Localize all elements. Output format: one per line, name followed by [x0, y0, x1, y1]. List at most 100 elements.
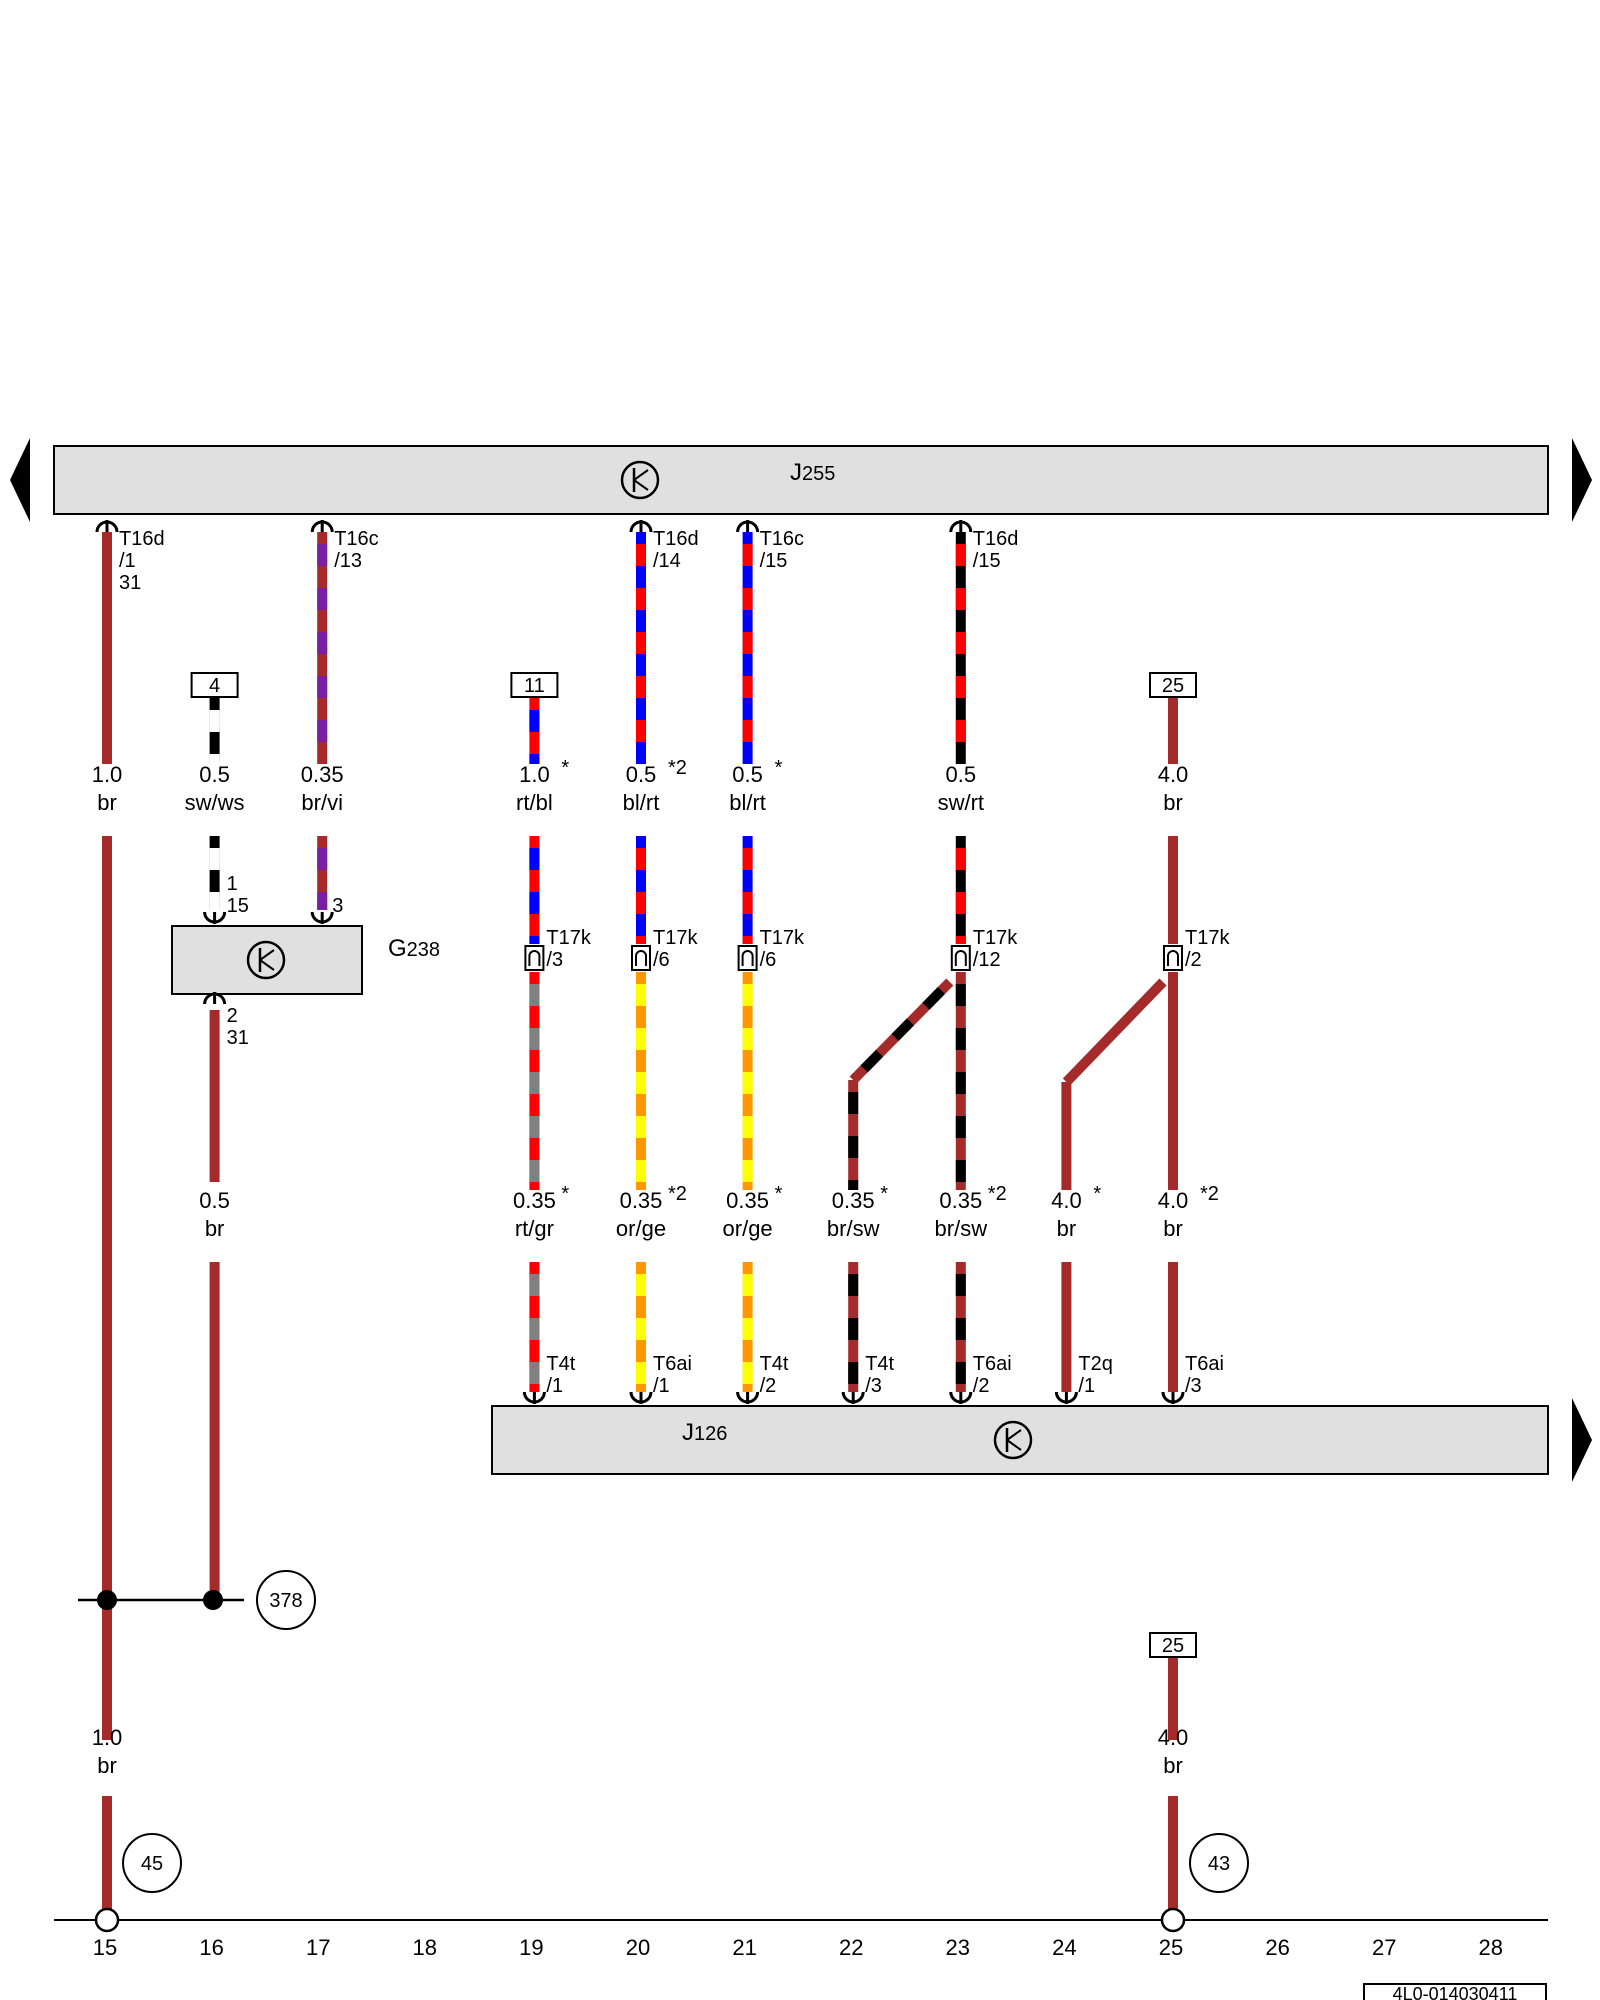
wire-stripe — [860, 1049, 884, 1073]
splice-connector-icon — [1163, 945, 1183, 971]
page-next-arrow[interactable] — [1572, 438, 1592, 522]
wire-color-label: br — [1163, 1216, 1183, 1241]
wire-size-label: 0.35 — [301, 762, 344, 787]
splice-pin — [741, 950, 754, 966]
connector-label: 31 — [119, 572, 141, 594]
ref-box[interactable] — [510, 672, 559, 698]
column-number: 28 — [1479, 1935, 1503, 1960]
connector-label: /13 — [334, 550, 362, 572]
wire-note-marker: * — [561, 757, 569, 779]
connector-label: 3 — [332, 895, 343, 917]
wire-size-label: 0.35 — [726, 1188, 769, 1213]
wire-note-marker: * — [775, 757, 783, 779]
splice-connector-icon — [950, 945, 971, 971]
connector-label: /1 — [546, 1375, 563, 1397]
svg-text:4L0-014030411: 4L0-014030411 — [1393, 1984, 1518, 2000]
connector-label: T6ai — [973, 1353, 1012, 1375]
ref-box[interactable] — [1149, 1632, 1197, 1658]
wire-size-label: 4.0 — [1158, 762, 1189, 787]
column-number: 22 — [839, 1935, 863, 1960]
wire-size-label: 0.35 — [832, 1188, 875, 1213]
wire-color-label: br — [97, 1753, 117, 1778]
connector-label: T2q — [1078, 1353, 1112, 1375]
column-number: 23 — [946, 1935, 970, 1960]
wire-24-branch — [1062, 978, 1167, 1086]
wire-color-label: br/vi — [301, 790, 343, 815]
connector-label: T17k — [760, 927, 805, 949]
connector-label: 15 — [227, 895, 249, 917]
wire-color-label: or/ge — [616, 1216, 666, 1241]
column-number: 16 — [199, 1935, 223, 1960]
transistor-icon — [620, 460, 660, 500]
wire-color-label: bl/rt — [729, 790, 766, 815]
connector-label: /6 — [653, 949, 670, 971]
ground-bus — [54, 1907, 1548, 1933]
connector-label: /3 — [546, 949, 563, 971]
svg-text:J255: J255 — [790, 459, 835, 486]
ground-point-25 — [1160, 1907, 1186, 1933]
svg-text:43: 43 — [1208, 1853, 1230, 1875]
wire-color-label: br — [1163, 1753, 1183, 1778]
connector-label: /6 — [760, 949, 777, 971]
control-unit-j255: J255 — [53, 445, 1549, 515]
ref-circle-45[interactable]: 45 — [122, 1833, 182, 1893]
connector-label: /2 — [1185, 949, 1202, 971]
transistor-icon — [246, 940, 286, 980]
column-number: 27 — [1372, 1935, 1396, 1960]
splice-connector-icon — [737, 945, 758, 971]
wire-color-label: br — [1163, 790, 1183, 815]
page-next-arrow-lower[interactable] — [1572, 1398, 1592, 1482]
connector-label: /1 — [653, 1375, 670, 1397]
connector-label: /3 — [1185, 1375, 1202, 1397]
wire-size-label: 0.35 — [939, 1188, 982, 1213]
connector-label: 1 — [227, 873, 238, 895]
splice-pin — [635, 950, 647, 966]
wire-stripe — [922, 987, 945, 1010]
ref-box-label: 4 — [209, 675, 220, 697]
control-unit-j126: J126 — [491, 1405, 1549, 1475]
connector-label: /12 — [973, 949, 1001, 971]
connector-label: /15 — [973, 550, 1001, 572]
splice-connector-icon — [524, 945, 545, 971]
document-id: 4L0-014030411 — [1363, 1983, 1547, 2000]
ref-box[interactable] — [190, 672, 239, 698]
svg-text:G238: G238 — [388, 935, 440, 962]
wire-size-label: 0.35 — [620, 1188, 663, 1213]
connector-label: T6ai — [1185, 1353, 1224, 1375]
connector-label: /1 — [1078, 1375, 1095, 1397]
connector-label: T6ai — [653, 1353, 692, 1375]
wire-color-label: rt/gr — [515, 1216, 554, 1241]
transistor-icon — [993, 1420, 1033, 1460]
ref-box[interactable] — [1149, 672, 1197, 698]
wire-size-label: 0.5 — [946, 762, 977, 787]
wire-size-label: 4.0 — [1158, 1188, 1189, 1213]
wire-color-label: sw/ws — [185, 790, 245, 815]
page-prev-arrow[interactable] — [10, 438, 30, 522]
ref-circle-43[interactable]: 43 — [1189, 1833, 1249, 1893]
ref-circle-378[interactable]: 378 — [256, 1570, 316, 1630]
wire-note-marker: * — [1093, 1183, 1101, 1205]
wire-color-label: sw/rt — [938, 790, 984, 815]
column-number: 19 — [519, 1935, 543, 1960]
connector-label: /2 — [760, 1375, 777, 1397]
ground-point-15 — [94, 1907, 120, 1933]
sensor-g238: G238 — [171, 925, 440, 995]
splice-pin — [1167, 950, 1179, 966]
wire-note-marker: *2 — [988, 1183, 1007, 1205]
g238-label: G — [388, 935, 407, 962]
wire-color-label: rt/bl — [516, 790, 553, 815]
connector-label: T16d — [653, 528, 699, 550]
connector-label: T4t — [865, 1353, 894, 1375]
wire-size-label: 0.5 — [626, 762, 657, 787]
column-number: 17 — [306, 1935, 330, 1960]
wire-size-label: 4.0 — [1051, 1188, 1082, 1213]
wire-size-label: 1.0 — [92, 1725, 123, 1750]
ref-box-label: 25 — [1162, 675, 1184, 697]
j255-sub: 255 — [802, 463, 835, 485]
svg-text:378: 378 — [269, 1590, 302, 1612]
column-number: 24 — [1052, 1935, 1076, 1960]
wire-note-marker: * — [880, 1183, 888, 1205]
splice-connector-icon — [631, 945, 651, 971]
